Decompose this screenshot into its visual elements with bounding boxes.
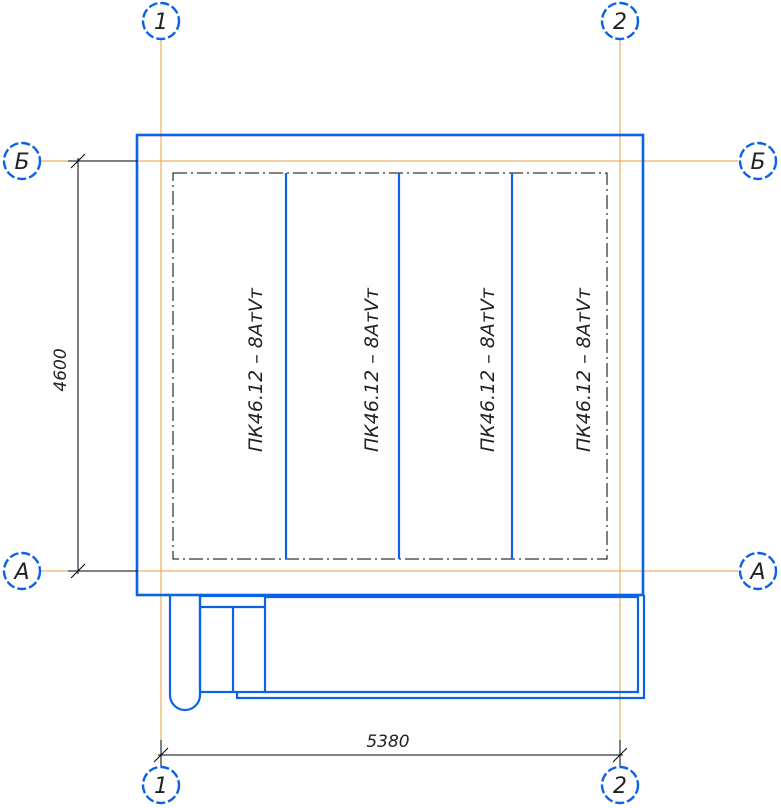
dimension-width: 5380 [153,732,628,768]
axis-label-a: А [12,560,29,585]
dimension-tick [70,153,86,169]
slab-label: ПК46.12 – 8АтVт [245,287,267,452]
dimension-tick [612,747,628,763]
axis-bubble-1-top: 1 [141,1,181,41]
axis-label-a: А [748,560,765,585]
porch-platform [265,595,640,694]
porch-platform-outer [235,595,646,700]
axis-grid [40,40,738,760]
dimension-tick [153,747,169,763]
slab-labels: ПК46.12 – 8АтVт ПК46.12 – 8АтVт ПК46.12 … [245,287,595,452]
slab-label: ПК46.12 – 8АтVт [573,287,595,452]
slab-label: ПК46.12 – 8АтVт [361,287,383,452]
outer-wall [135,133,645,597]
axis-bubble-b-right: Б [738,141,778,181]
axis-bubble-2-top: 2 [600,1,640,41]
axis-label-1: 1 [154,10,168,35]
porch-pillar [168,596,202,712]
axis-bubble-2-bottom: 2 [600,765,640,805]
dimension-width-label: 5380 [366,732,409,752]
axis-bubble-1-bottom: 1 [141,765,181,805]
dimension-height: 4600 [51,153,137,579]
porch-structure [168,594,646,712]
slab-label: ПК46.12 – 8АтVт [477,287,499,452]
slab-dividers [284,173,514,559]
axis-label-b: Б [750,150,765,175]
axis-bubble-b-left: Б [2,141,42,181]
dimension-tick [70,563,86,579]
axis-label-b: Б [14,150,29,175]
axis-bubble-a-left: А [2,551,42,591]
dimension-height-label: 4600 [51,348,71,391]
axis-label-1: 1 [154,774,168,799]
axis-label-2: 2 [613,774,627,799]
axis-label-2: 2 [613,10,627,35]
slab-area-outline [172,172,608,560]
axis-bubble-a-right: А [738,551,778,591]
